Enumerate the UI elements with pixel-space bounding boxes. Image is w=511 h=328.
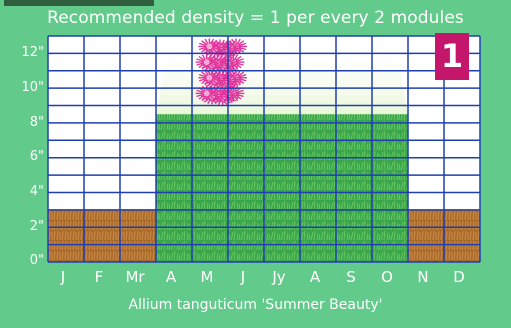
month-jan: J xyxy=(60,268,66,286)
month-oct: O xyxy=(381,268,393,286)
foliage-bar-A xyxy=(156,114,192,262)
flower-head xyxy=(195,85,218,102)
flower-head xyxy=(195,54,218,71)
month-feb: F xyxy=(94,268,104,286)
foliage-bar-O xyxy=(372,114,408,262)
month-may: M xyxy=(200,268,214,286)
foliage-bar-A xyxy=(300,114,336,262)
y-label-12: 12" xyxy=(21,45,44,60)
y-label-0: 0" xyxy=(29,253,44,268)
month-jul: Jy xyxy=(272,268,286,286)
zone-badge: 1 xyxy=(435,33,469,80)
month-mar: Mr xyxy=(125,268,145,286)
density-title: Recommended density = 1 per every 2 modu… xyxy=(47,8,464,28)
month-nov: N xyxy=(417,268,429,286)
month-aug: A xyxy=(309,268,321,286)
foliage-bar-Jy xyxy=(264,114,300,262)
flower-head xyxy=(198,38,221,55)
month-jun: J xyxy=(240,268,246,286)
foliage-bar-S xyxy=(336,114,372,262)
month-dec: D xyxy=(453,268,465,286)
month-sep: S xyxy=(346,268,356,286)
dormant-bar-F xyxy=(84,209,120,262)
foliage-bar-J xyxy=(228,114,264,262)
dormant-bar-N xyxy=(408,209,444,262)
dormant-bar-J xyxy=(48,209,84,262)
dormant-bar-Mr xyxy=(120,209,156,262)
y-label-6: 6" xyxy=(29,149,44,164)
y-label-4: 4" xyxy=(29,184,44,199)
flower-head xyxy=(198,69,221,86)
dormant-bar-D xyxy=(444,209,480,262)
y-label-8: 8" xyxy=(29,115,44,130)
month-apr: A xyxy=(165,268,177,286)
foliage-bar-M xyxy=(192,114,228,262)
top-tab-strip xyxy=(4,0,154,6)
plant-name: Allium tanguticum 'Summer Beauty' xyxy=(128,297,383,313)
y-label-2: 2" xyxy=(29,219,44,234)
y-label-10: 10" xyxy=(21,80,44,95)
